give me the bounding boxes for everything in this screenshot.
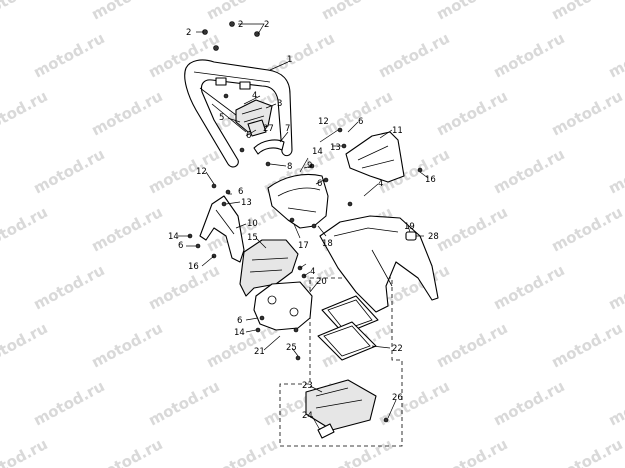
watermark-text: motod.ru	[88, 319, 165, 371]
callout-9: 9	[307, 161, 312, 171]
watermark-text: motod.ru	[548, 319, 625, 371]
callout-19: 19	[404, 222, 415, 232]
callouts: 1 2 2 2 3 4 4 4 5 6 6 6 6 6 6 7 8 9 10 1…	[168, 20, 439, 421]
watermark-text: motod.ru	[88, 435, 165, 468]
kit-boundary	[279, 277, 403, 447]
watermark-text: motod.ru	[30, 145, 107, 197]
watermark-text: motod.ru	[490, 377, 567, 429]
fastener-28[interactable]	[405, 231, 417, 241]
callout-2: 2	[264, 20, 269, 30]
callout-7: 7	[285, 124, 290, 134]
watermark-text: motod.ru	[0, 435, 51, 468]
watermark-text: motod.ru	[433, 319, 510, 371]
callout-21: 21	[254, 347, 265, 357]
callout-24: 24	[302, 411, 313, 421]
watermark-text: motod.ru	[0, 87, 51, 139]
watermark-text: motod.ru	[548, 435, 625, 468]
callout-14: 14	[312, 147, 323, 157]
callout-10: 10	[247, 219, 258, 229]
watermark-text: motod.ru	[605, 29, 625, 81]
watermark-text: motod.ru	[145, 145, 222, 197]
callout-6: 6	[317, 179, 322, 189]
watermark-text: motod.ru	[605, 145, 625, 197]
callout-28: 28	[428, 232, 439, 242]
callout-3: 3	[277, 99, 282, 109]
callout-4: 4	[378, 179, 383, 189]
leader-lines	[178, 23, 429, 431]
watermark-text: motod.ru	[490, 29, 567, 81]
watermark-text: motod.ru	[548, 203, 625, 255]
callout-14: 14	[234, 328, 245, 338]
callout-17: 17	[298, 241, 309, 251]
callout-2: 2	[186, 28, 191, 38]
mount-plate-20[interactable]	[253, 281, 313, 331]
callout-20: 20	[316, 277, 327, 287]
callout-1: 1	[287, 55, 292, 65]
callout-6: 6	[358, 117, 363, 127]
watermark-text: motod.ru	[605, 377, 625, 429]
callout-15: 15	[247, 233, 258, 243]
panel-23[interactable]	[305, 379, 377, 431]
watermark-text: motod.ru	[490, 261, 567, 313]
watermark-text: motod.ru	[490, 145, 567, 197]
watermark-text: motod.ru	[30, 377, 107, 429]
watermark-text: motod.ru	[145, 261, 222, 313]
watermark-text: motod.ru	[433, 87, 510, 139]
side-cover-11[interactable]	[345, 131, 405, 183]
callout-18: 18	[322, 239, 333, 249]
callout-6: 6	[238, 187, 243, 197]
callout-6: 6	[246, 131, 251, 141]
watermark-text: motod.ru	[433, 0, 510, 24]
watermark-text: motod.ru	[433, 203, 510, 255]
watermark-text: motod.ru	[203, 435, 280, 468]
lower-cover-15[interactable]	[239, 239, 299, 297]
watermark-text: motod.ru	[548, 87, 625, 139]
watermark-text: motod.ru	[548, 0, 625, 24]
callout-22: 22	[392, 344, 403, 354]
callout-14: 14	[168, 232, 179, 242]
callout-16: 16	[188, 262, 199, 272]
callout-12: 12	[318, 117, 329, 127]
watermark-text: motod.ru	[605, 261, 625, 313]
watermark-text: motod.ru	[433, 435, 510, 468]
watermark-text: motod.ru	[0, 319, 51, 371]
watermark-text: motod.ru	[375, 29, 452, 81]
watermark-text: motod.ru	[145, 377, 222, 429]
center-cover-9[interactable]	[267, 173, 329, 229]
callout-23: 23	[302, 381, 313, 391]
watermark-text: motod.ru	[0, 0, 51, 24]
side-frame-19[interactable]	[319, 215, 439, 313]
watermark-text: motod.ru	[318, 0, 395, 24]
watermark-text: motod.ru	[88, 203, 165, 255]
callout-8: 8	[287, 162, 292, 172]
callout-13: 13	[241, 198, 252, 208]
callout-25: 25	[286, 343, 297, 353]
callout-4: 4	[252, 91, 257, 101]
plate-7[interactable]	[253, 139, 285, 155]
callout-27: 27	[263, 124, 274, 134]
callout-26: 26	[392, 393, 403, 403]
watermark-text: motod.ru	[318, 435, 395, 468]
watermark-text: motod.ru	[30, 29, 107, 81]
watermark-text: motod.ru	[0, 203, 51, 255]
watermark-text: motod.ru	[30, 261, 107, 313]
side-panel-10[interactable]	[199, 195, 245, 263]
grab-rail[interactable]	[184, 59, 293, 168]
strap-24[interactable]	[317, 423, 335, 439]
callout-6: 6	[237, 316, 242, 326]
watermark-text: motod.ru	[88, 87, 165, 139]
callout-12: 12	[196, 167, 207, 177]
watermark-text: motod.ru	[88, 0, 165, 24]
callout-11: 11	[392, 126, 403, 136]
callout-6: 6	[178, 241, 183, 251]
callout-13: 13	[330, 143, 341, 153]
tray-22[interactable]	[317, 295, 379, 361]
callout-16: 16	[425, 175, 436, 185]
callout-2: 2	[238, 20, 243, 30]
callout-5: 5	[219, 113, 224, 123]
callout-4: 4	[310, 267, 315, 277]
watermark-text: motod.ru	[318, 87, 395, 139]
